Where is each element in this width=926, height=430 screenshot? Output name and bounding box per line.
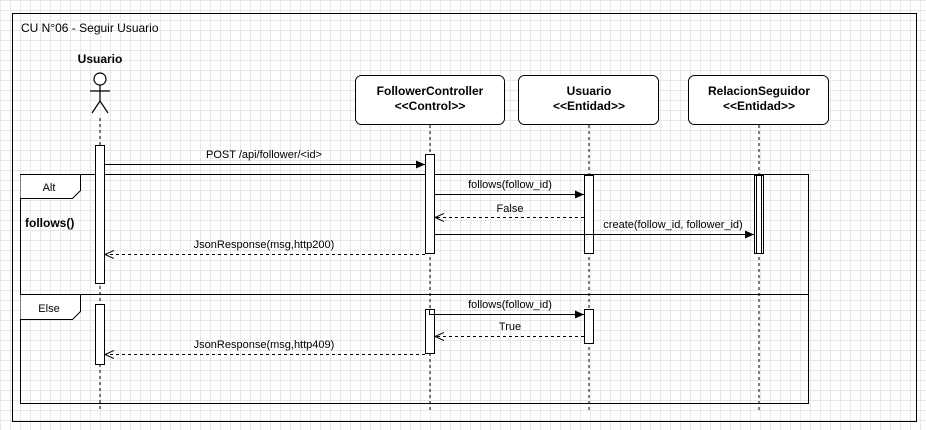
frame-title: CU N°06 - Seguir Usuario (21, 21, 159, 35)
relacion-activation-inner (756, 175, 762, 254)
alt-fragment (20, 174, 809, 404)
guard-condition: follows() (25, 216, 74, 230)
alt-label: Alt (43, 182, 56, 194)
controller-activation-alt (425, 154, 435, 254)
message-label-else-true: True (499, 321, 521, 333)
message-label-alt-create: create(follow_id, follower_id) (603, 219, 742, 231)
usuario-activation-else (584, 309, 594, 344)
message-label-alt-follows: follows(follow_id) (468, 179, 552, 191)
participant-stereotype: <<Entidad>> (723, 99, 795, 113)
participant-stereotype: <<Control>> (395, 99, 466, 113)
controller-self-activation-marker (429, 309, 435, 315)
participant-relacion-seguidor: RelacionSeguidor <<Entidad>> (688, 75, 829, 125)
else-label: Else (38, 303, 59, 315)
usuario-activation-alt (584, 175, 594, 254)
else-label-tab (20, 294, 81, 320)
controller-activation-else (425, 309, 435, 354)
participant-name: FollowerController (377, 84, 484, 98)
message-label-else-response: JsonResponse(msg,http409) (194, 339, 335, 351)
message-label-else-follows: follows(follow_id) (468, 299, 552, 311)
participant-stereotype: <<Entidad>> (553, 99, 625, 113)
message-label-post: POST /api/follower/<id> (206, 149, 322, 161)
actor-activation-else (95, 304, 105, 365)
use-case-frame (12, 13, 917, 422)
actor-name: Usuario (78, 52, 123, 66)
participant-follower-controller: FollowerController <<Control>> (355, 75, 505, 125)
message-label-alt-false: False (497, 203, 524, 215)
participant-name: Usuario (567, 84, 612, 98)
alt-label-tab (20, 174, 81, 199)
participant-usuario-entidad: Usuario <<Entidad>> (518, 75, 659, 125)
participant-name: RelacionSeguidor (708, 84, 810, 98)
actor-activation-alt (95, 145, 105, 284)
actor-stick-figure-icon (90, 72, 110, 114)
message-label-alt-response: JsonResponse(msg,http200) (194, 239, 335, 251)
